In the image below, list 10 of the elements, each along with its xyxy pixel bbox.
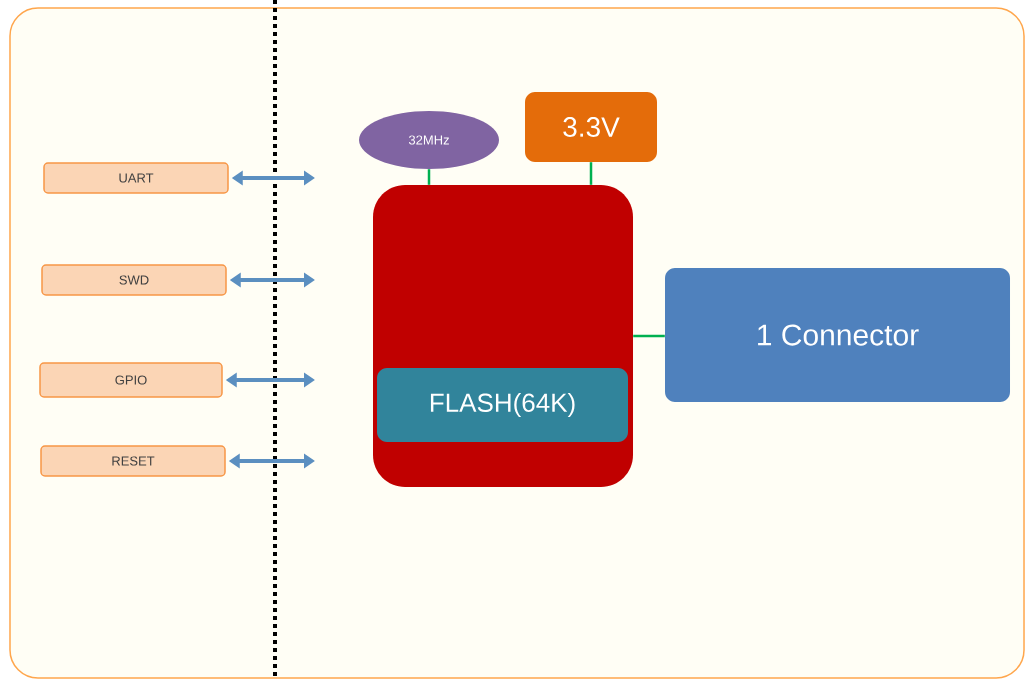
- pin-box: UART: [43, 162, 229, 194]
- pin-box: GPIO: [39, 362, 223, 398]
- connector-line: [633, 334, 665, 338]
- connector-line: [589, 162, 593, 185]
- block-box: 1 Connector: [665, 268, 1010, 402]
- pin-box: SWD: [41, 264, 227, 296]
- connector-line: [427, 169, 431, 185]
- block-box: 3.3V: [525, 92, 657, 162]
- block-box: FLASH(64K): [377, 368, 628, 442]
- pin-box: RESET: [40, 445, 226, 477]
